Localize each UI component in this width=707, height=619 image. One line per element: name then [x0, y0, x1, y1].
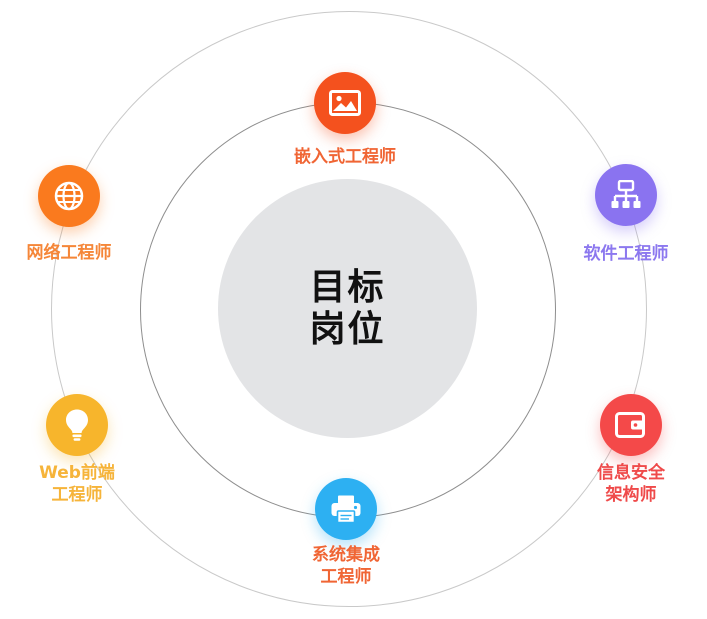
wallet-icon [615, 412, 647, 438]
system-label-line-2: 工程师 [320, 567, 372, 587]
web-label: Web前端 工程师 [39, 462, 115, 506]
center-title-line-2: 岗位 [309, 308, 386, 350]
system-label: 系统集成 工程师 [312, 544, 380, 588]
web-label-line-2: 工程师 [51, 485, 103, 505]
network-badge [38, 165, 100, 227]
embedded-badge [314, 72, 376, 134]
globe-icon [53, 180, 85, 212]
node-web-engineer: Web前端 工程师 [0, 394, 157, 506]
web-label-line-1: Web前端 [39, 463, 115, 483]
sitemap-icon [610, 180, 642, 210]
system-label-line-1: 系统集成 [312, 545, 380, 565]
software-badge [595, 164, 657, 226]
security-label: 信息安全 架构师 [597, 462, 665, 506]
node-network-engineer: 网络工程师 [0, 165, 149, 264]
network-label: 网络工程师 [26, 243, 112, 263]
node-embedded-engineer: 嵌入式工程师 [265, 72, 425, 168]
web-badge [46, 394, 108, 456]
security-badge [600, 394, 662, 456]
printer-icon [330, 494, 362, 524]
embedded-label: 嵌入式工程师 [294, 147, 396, 167]
center-title-line-1: 目标 [309, 266, 386, 308]
node-software-engineer: 软件工程师 [546, 164, 706, 265]
outer-ring [51, 11, 647, 607]
image-icon [329, 90, 361, 116]
security-label-line-1: 信息安全 [597, 463, 665, 483]
center-circle: 目标 岗位 [218, 179, 477, 438]
node-security-architect: 信息安全 架构师 [551, 394, 707, 506]
security-label-line-2: 架构师 [605, 485, 657, 505]
lightbulb-icon [64, 408, 90, 442]
system-badge [315, 478, 377, 540]
node-system-integration-engineer: 系统集成 工程师 [266, 478, 426, 588]
software-label: 软件工程师 [583, 244, 669, 264]
